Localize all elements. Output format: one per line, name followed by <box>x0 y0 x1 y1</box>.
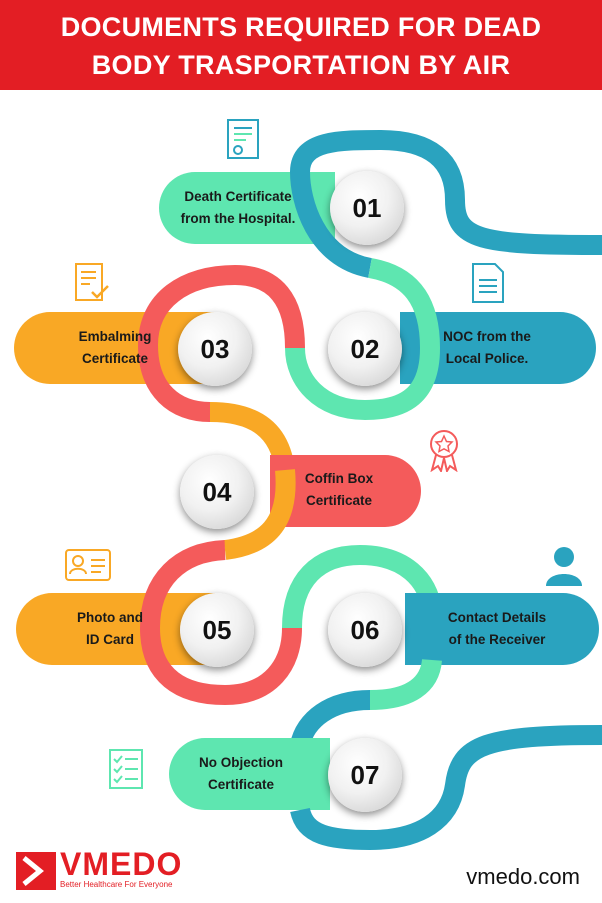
pill-step-07 <box>169 738 330 810</box>
step-number-03: 03 <box>178 312 252 386</box>
step-02-label: NOC from the Local Police. <box>443 329 531 366</box>
checklist-icon <box>75 263 109 301</box>
website-link[interactable]: vmedo.com <box>466 864 580 889</box>
arc-step-06 <box>282 544 442 629</box>
person-icon <box>546 547 582 586</box>
pill-step-06 <box>405 593 599 665</box>
step-number-02: 02 <box>328 312 402 386</box>
arc-step-01 <box>290 129 602 255</box>
page-title: DOCUMENTS REQUIRED FOR DEAD BODY TRASPOR… <box>0 0 602 90</box>
step-03-label: Embalming Certificate <box>78 329 152 366</box>
document-list-icon <box>472 263 504 303</box>
step-number-01: 01 <box>330 171 404 245</box>
step-01-label: Death Certificate from the Hospital. <box>180 189 296 226</box>
arc-step-07 <box>290 725 602 851</box>
checkbox-list-icon <box>109 749 143 789</box>
arc-step-02 <box>285 258 441 421</box>
pill-step-05 <box>16 593 215 665</box>
arc-step-05 <box>139 540 302 706</box>
step-number-05: 05 <box>180 593 254 667</box>
award-badge-icon <box>430 430 458 472</box>
step-04-label: Coffin Box Certificate <box>304 471 374 508</box>
id-card-icon <box>65 549 111 581</box>
pill-step-02 <box>400 312 596 384</box>
pill-step-01 <box>159 172 335 244</box>
pill-step-04 <box>270 455 421 527</box>
certificate-icon <box>227 119 259 159</box>
brand-name: VMEDO <box>60 846 183 882</box>
brand-tagline: Better Healthcare For Everyone <box>60 880 173 889</box>
step-06-label: Contact Details of the Receiver <box>447 610 547 647</box>
step-number-07: 07 <box>328 738 402 812</box>
arc-step-03 <box>137 264 305 422</box>
step-05-label: Photo and ID Card <box>77 610 143 647</box>
step-07-label: No Objection Certificate <box>199 755 283 792</box>
vmedo-logo-icon <box>16 852 56 890</box>
title-line-1: DOCUMENTS REQUIRED FOR DEAD <box>60 12 542 42</box>
step-number-06: 06 <box>328 593 402 667</box>
step-number-04: 04 <box>180 455 254 529</box>
pill-step-03 <box>14 312 215 384</box>
title-line-2: BODY TRASPORTATION BY AIR <box>91 50 511 80</box>
